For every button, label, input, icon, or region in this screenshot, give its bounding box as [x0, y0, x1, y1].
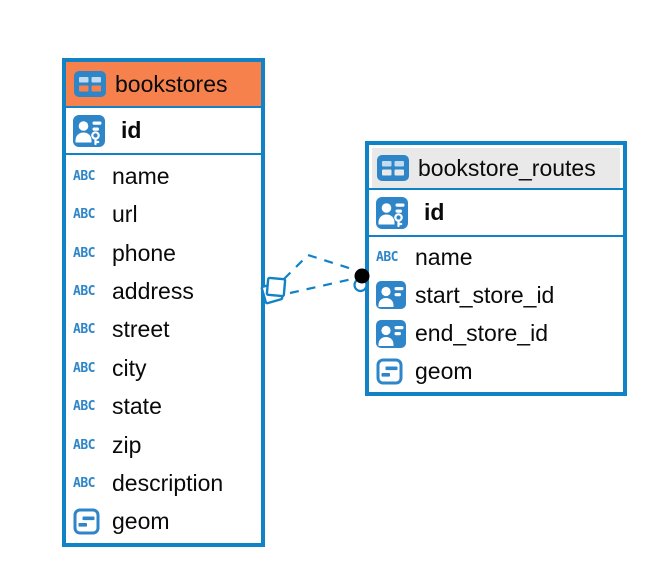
table-column-row[interactable]: ABC city [66, 349, 261, 387]
table-column-row[interactable]: ABC description [66, 464, 261, 502]
column-label: city [112, 354, 147, 381]
column-label: address [112, 277, 194, 304]
text-type-icon: ABC [73, 437, 95, 453]
text-type-icon: ABC [73, 360, 95, 376]
entity-table-bookstore-routes[interactable]: bookstore_routes id ABC name start [365, 141, 627, 396]
column-label: name [415, 244, 473, 271]
table-column-row[interactable]: ABC name [369, 239, 623, 276]
entity-table-bookstores[interactable]: bookstores id ABC name ABC url ABC phone [62, 58, 265, 547]
column-label: id [121, 117, 142, 143]
column-type-icon-slot: ABC [73, 400, 112, 413]
primary-key-row[interactable]: id [369, 190, 623, 237]
column-label: name [112, 162, 170, 189]
text-type-icon: ABC [73, 399, 95, 415]
table-column-row[interactable]: ABC street [66, 311, 261, 349]
column-label: description [112, 469, 224, 496]
column-label: street [112, 316, 170, 343]
column-label: geom [112, 508, 170, 535]
column-type-icon-slot: ABC [73, 208, 112, 221]
primary-key-icon [73, 114, 105, 147]
columns-body: ABC name ABC url ABC phone ABC address A… [66, 155, 261, 543]
table-column-row[interactable]: ABC phone [66, 234, 261, 272]
column-label: geom [415, 357, 473, 384]
column-label: zip [112, 431, 142, 458]
relationship-line-upper[interactable] [283, 253, 353, 280]
column-type-icon-slot: ABC [73, 170, 112, 183]
table-title: bookstores [115, 70, 228, 97]
table-column-row[interactable]: ABC address [66, 272, 261, 310]
column-type-icon-slot: ABC [73, 323, 112, 336]
text-type-icon: ABC [73, 245, 95, 261]
text-type-icon: ABC [73, 283, 95, 299]
column-type-icon-slot [73, 508, 112, 535]
table-header[interactable]: bookstore_routes [369, 145, 623, 190]
table-header[interactable]: bookstores [66, 62, 261, 108]
column-label: state [112, 393, 162, 420]
column-type-icon-slot [376, 281, 415, 310]
column-label: id [424, 199, 445, 225]
primary-key-icon-slot [73, 114, 112, 147]
column-type-icon-slot [376, 319, 415, 348]
primary-key-icon-slot [376, 196, 415, 229]
column-type-icon-slot: ABC [73, 285, 112, 298]
table-column-row[interactable]: ABC name [66, 157, 261, 195]
column-type-icon-slot: ABC [73, 477, 112, 490]
text-type-icon: ABC [73, 207, 95, 223]
table-title: bookstore_routes [418, 154, 596, 181]
relationship-line-lower[interactable] [289, 277, 353, 295]
foreign-key-icon [376, 319, 406, 348]
column-label: phone [112, 239, 176, 266]
column-label: url [112, 201, 138, 228]
column-label: start_store_id [415, 281, 555, 308]
table-icon [377, 155, 409, 181]
relationship-lines[interactable] [283, 253, 353, 295]
text-type-icon: ABC [73, 475, 95, 491]
table-header-fill: bookstore_routes [372, 148, 620, 188]
table-column-row[interactable]: ABC url [66, 195, 261, 233]
table-column-row[interactable]: geom [66, 503, 261, 541]
table-column-row[interactable]: ABC zip [66, 426, 261, 464]
column-type-icon-slot: ABC [73, 439, 112, 452]
primary-key-row[interactable]: id [66, 108, 261, 155]
column-type-icon-slot: ABC [376, 251, 415, 264]
geometry-type-icon [73, 508, 100, 535]
text-type-icon: ABC [73, 168, 95, 184]
table-header-fill: bookstores [66, 62, 261, 106]
text-type-icon: ABC [376, 250, 398, 266]
table-column-row[interactable]: end_store_id [369, 315, 623, 353]
column-type-icon-slot [376, 358, 415, 385]
table-column-row[interactable]: geom [369, 353, 623, 390]
column-type-icon-slot: ABC [73, 362, 112, 375]
columns-body: ABC name start_store_id end_store_id geo… [369, 237, 623, 392]
column-type-icon-slot: ABC [73, 247, 112, 260]
geometry-type-icon [376, 358, 403, 385]
primary-key-icon [376, 196, 408, 229]
table-column-row[interactable]: ABC state [66, 387, 261, 425]
relationship-source-squares-marker[interactable] [260, 276, 287, 305]
table-icon [74, 71, 106, 97]
text-type-icon: ABC [73, 322, 95, 338]
foreign-key-icon [376, 281, 406, 310]
column-label: end_store_id [415, 320, 548, 347]
table-column-row[interactable]: start_store_id [369, 276, 623, 314]
